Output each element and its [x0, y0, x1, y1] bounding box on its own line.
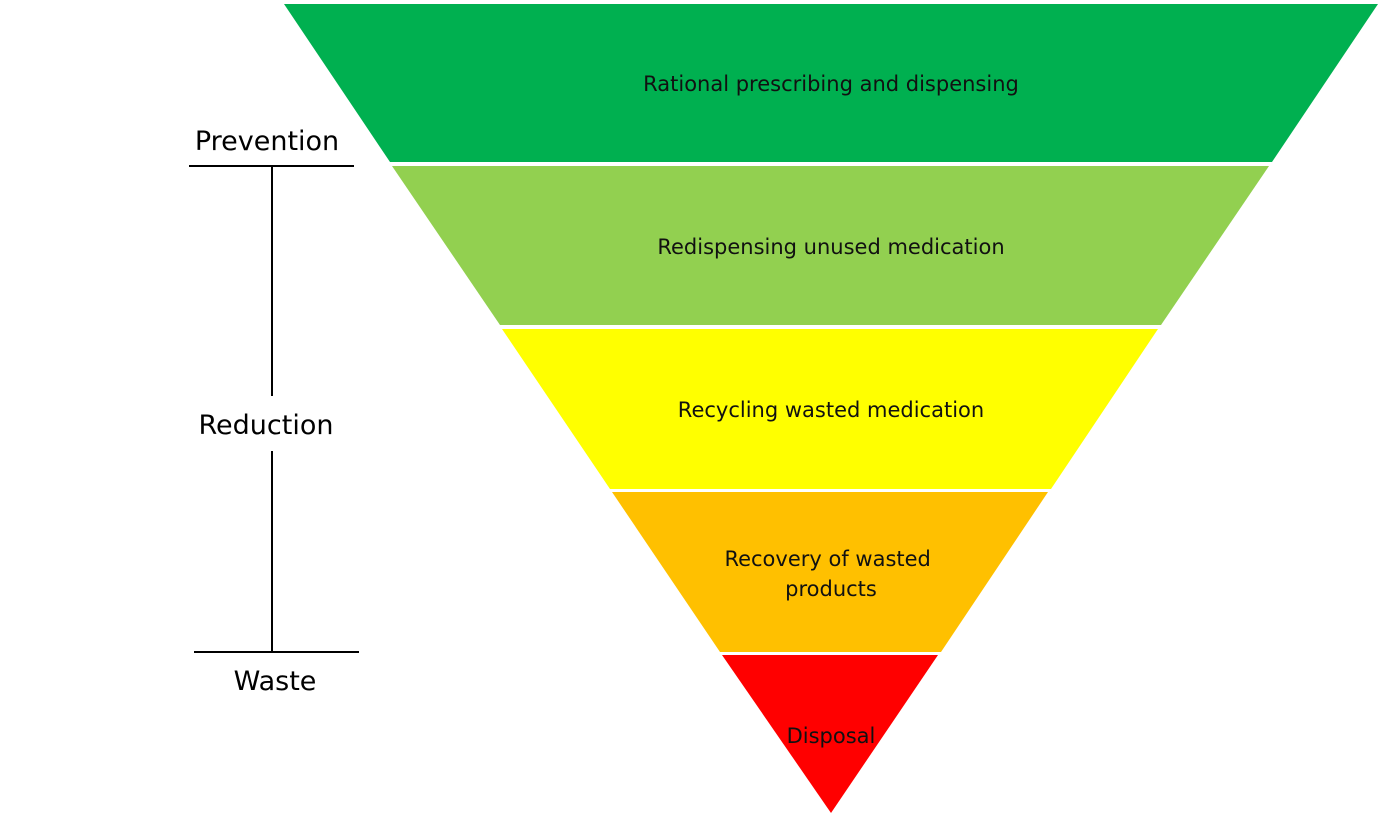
pyramid: [284, 4, 1378, 813]
tier-3-band: [502, 329, 1158, 489]
tier-2-band: [392, 166, 1269, 325]
hierarchy-axis: Prevention Reduction Waste: [189, 126, 359, 697]
tier-labels: Rational prescribing and dispensing Redi…: [643, 72, 1019, 748]
axis-label-waste: Waste: [234, 666, 317, 697]
tier-4-label: Recovery of wasted products: [724, 547, 937, 601]
tier-5-band: [722, 655, 938, 813]
axis-label-reduction: Reduction: [199, 410, 334, 441]
axis-label-prevention: Prevention: [195, 126, 339, 157]
tier-1-label: Rational prescribing and dispensing: [643, 72, 1019, 96]
tier-3-label: Recycling wasted medication: [678, 398, 984, 422]
tier-4-band: [612, 492, 1048, 652]
tier-5-label: Disposal: [787, 724, 876, 748]
tier-2-label: Redispensing unused medication: [657, 235, 1004, 259]
tier-1-band: [284, 4, 1378, 162]
